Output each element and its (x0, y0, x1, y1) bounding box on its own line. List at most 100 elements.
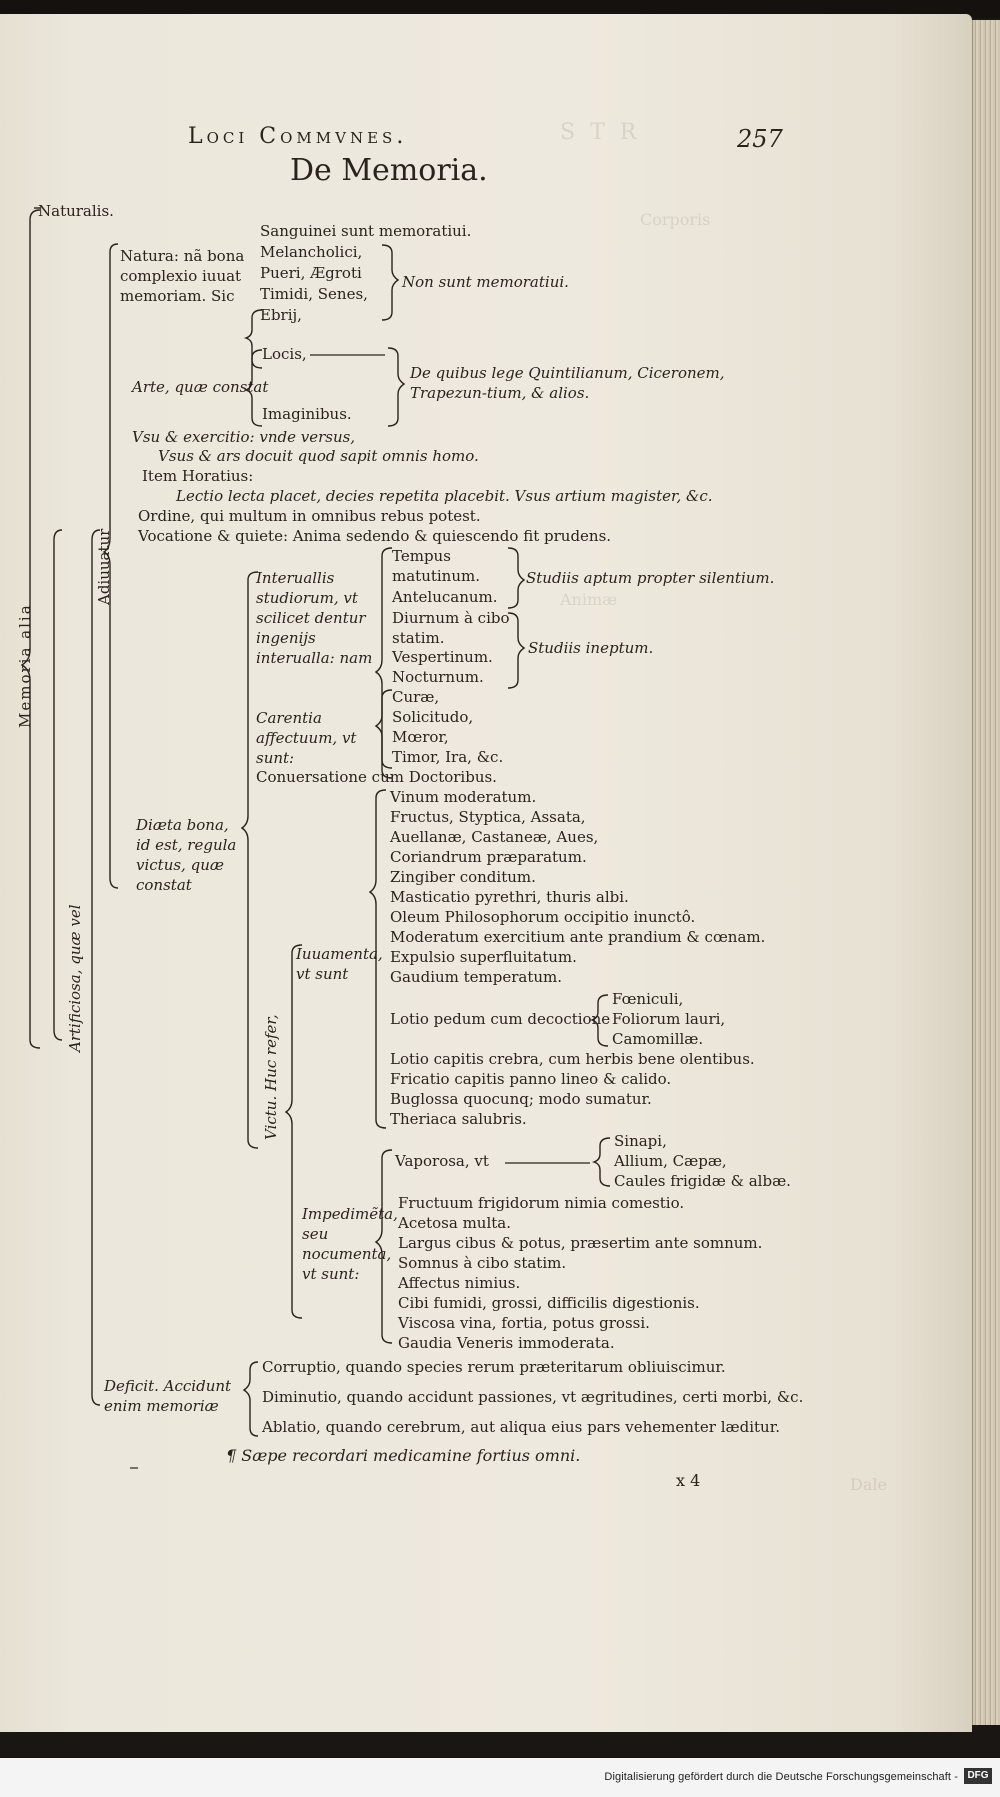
vaporosa-item: Sinapi, (614, 1132, 667, 1150)
vocatione-line: Vocatione & quiete: Anima sedendo & quie… (138, 527, 612, 545)
digitization-footer (0, 1758, 1000, 1797)
de-quibus-note: De quibus lege Quintilianum, Ciceronem, … (410, 364, 725, 402)
impedimenta-item: Acetosa multa. (398, 1214, 511, 1232)
scan-border-top (0, 0, 1000, 18)
dfg-logo: DFG (964, 1768, 992, 1784)
show-through-text: Corporis (640, 210, 711, 229)
iuuamenta-item: Coriandrum præparatum. (390, 848, 587, 866)
carentia-item: Solicitudo, (392, 708, 474, 726)
non-memoratiui: Non sunt memoratiui. (402, 273, 569, 291)
signature-mark: x 4 (676, 1471, 701, 1490)
brace-deficit (242, 1361, 259, 1437)
natura-item: Timidi, Senes, (260, 285, 368, 303)
ordine-line: Ordine, qui multum in omnibus rebus pote… (138, 507, 481, 525)
impedimenta-item: Viscosa vina, fortia, potus grossi. (398, 1314, 650, 1332)
brace-victu-outer (284, 944, 303, 1319)
lotio-item: Fœniculi, (612, 990, 684, 1008)
footer-credit: Digitalisierung gefördert durch die Deut… (604, 1771, 958, 1783)
brace-non-memoratiui (381, 244, 400, 321)
carentia-item: Curæ, (392, 688, 440, 706)
deficit-item: Diminutio, quando accidunt passiones, vt… (262, 1388, 804, 1406)
iuuamenta-item: Fricatio capitis panno lineo & calido. (390, 1070, 672, 1088)
brace-adiuuatur (91, 529, 101, 1406)
lotio-item: Foliorum lauri, (612, 1010, 726, 1028)
page-edges (972, 20, 1000, 1725)
impedimenta-item: Gaudia Veneris immoderata. (398, 1334, 615, 1352)
naturalis-label: Naturalis. (38, 202, 114, 220)
root-label: Memoria alia (16, 603, 34, 728)
iuuamenta-item: Lotio capitis crebra, cum herbis bene ol… (390, 1050, 755, 1068)
iuuamenta-item: Expulsio superfluitatum. (390, 948, 577, 966)
impedimenta-item: Somnus à cibo statim. (398, 1254, 567, 1272)
deficit-item: Ablatio, quando cerebrum, aut aliqua eiu… (262, 1418, 781, 1436)
brace-lotio (589, 994, 609, 1047)
conuersatione-line: Conuersatione cum Doctoribus. (256, 768, 497, 786)
impedimenta-label: Impedimẽta, seu nocumenta, vt sunt: (302, 1205, 398, 1283)
vaporosa-item: Caules frigidæ & albæ. (614, 1172, 791, 1190)
carentia-item: Mœror, (392, 728, 449, 746)
iuuamenta-item: Gaudium temperatum. (390, 968, 563, 986)
natura-label: Natura: nã bona complexio iuuat memoriam… (120, 247, 245, 305)
deficit-label: Deficit. Accidunt enim memoriæ (104, 1377, 232, 1415)
lotio-item: Camomillæ. (612, 1030, 704, 1048)
natura-item: Melancholici, (260, 243, 363, 261)
artificiosa-label: Artificiosa, quæ vel (66, 904, 84, 1052)
brace-vaporosa (591, 1137, 611, 1187)
studiis-aptum: Studiis aptum propter silentium. (526, 569, 775, 587)
diurnum-item: Vespertinum. (392, 648, 493, 666)
item-horatius: Item Horatius: (142, 467, 254, 485)
iuuamenta-item: Oleum Philosophorum occipitio inunctô. (390, 908, 696, 926)
brace-root (20, 209, 41, 1049)
iuuamenta-item: Buglossa quocunq; modo sumatur. (390, 1090, 652, 1108)
brace-studiis-ineptum (507, 612, 526, 689)
show-through-text: S T R (560, 120, 641, 145)
brace-carentia (374, 689, 393, 769)
iuuamenta-item: Vinum moderatum. (390, 788, 537, 806)
brace-de-quibus (387, 347, 406, 427)
iuuamenta-item: Moderatum exercitium ante prandium & cœn… (390, 928, 766, 946)
iuuamenta-item: Auellanæ, Castaneæ, Aues, (390, 828, 599, 846)
carentia-item: Timor, Ira, &c. (392, 748, 504, 766)
verse-2: Lectio lecta placet, decies repetita pla… (176, 487, 713, 505)
verse-1: Vsus & ars docuit quod sapit omnis homo. (158, 447, 479, 465)
brace-diaeta (240, 571, 259, 1149)
impedimenta-item: Affectus nimius. (398, 1274, 521, 1292)
book-page (0, 14, 972, 1732)
show-through-text: Dale (850, 1475, 887, 1494)
natura-item: Sanguinei sunt memoratiui. (260, 222, 472, 240)
adiuuatur-label: Adiuuatur (95, 528, 113, 605)
brace-victu (368, 789, 387, 1129)
iuuamenta-item: Theriaca salubris. (390, 1110, 527, 1128)
interuallis-label: Interuallis studiorum, vt scilicet dentu… (256, 569, 373, 667)
iuuamenta-label: Iuuamenta, vt sunt (296, 945, 383, 983)
diaeta-label: Diæta bona, id est, regula victus, quæ c… (136, 816, 237, 894)
vaporosa-label: Vaporosa, vt (395, 1152, 489, 1170)
diurnum-item: Diurnum à cibo statim. (392, 609, 510, 647)
tempus-item: Tempus matutinum. (392, 547, 480, 585)
deficit-item: Corruptio, quando species rerum præterit… (262, 1358, 726, 1376)
impedimenta-item: Largus cibus & potus, præsertim ante som… (398, 1234, 763, 1252)
diurnum-item: Nocturnum. (392, 668, 484, 686)
impedimenta-item: Cibi fumidi, grossi, difficilis digestio… (398, 1294, 700, 1312)
vaporosa-item: Allium, Cæpæ, (614, 1152, 727, 1170)
brace-adiuuatur-inner (102, 243, 119, 889)
tempus-item: Antelucanum. (392, 588, 498, 606)
running-title: Loci Commvnes. (188, 124, 408, 149)
arte-item-imaginibus: Imaginibus. (262, 405, 352, 423)
studiis-ineptum: Studiis ineptum. (528, 639, 654, 657)
bracket-diagram (20, 207, 611, 1469)
iuuamenta-item: Fructus, Styptica, Assata, (390, 808, 586, 826)
victu-label: Victu. Huc refer, (262, 1014, 280, 1140)
arte-item-locis: Locis, (262, 345, 307, 363)
lotio-pedum: Lotio pedum cum decoctione (390, 1010, 611, 1028)
vsu-line: Vsu & exercitio: vnde versus, (132, 428, 356, 446)
natura-item: Ebrij, (260, 306, 302, 324)
natura-item: Pueri, Ægroti (260, 264, 362, 282)
brace-arte (243, 349, 263, 427)
arte-label: Arte, quæ constat (132, 378, 269, 396)
brace-studiis-aptum (507, 547, 526, 609)
closing-maxim: ¶ Sæpe recordari medicamine fortius omni… (226, 1446, 581, 1465)
brace-interuallis (374, 547, 393, 779)
brace-impedimenta (374, 1149, 393, 1344)
impedimenta-item: Fructuum frigidorum nimia comestio. (398, 1194, 685, 1212)
